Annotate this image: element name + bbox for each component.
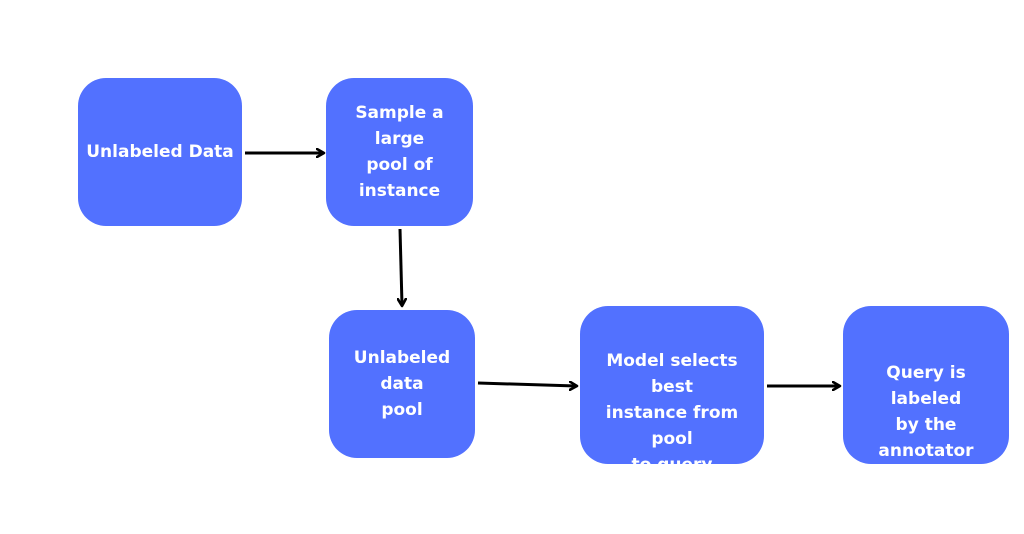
node-label: Unlabeled Data <box>86 142 234 162</box>
node-label: Sample a large pool of instance <box>355 103 444 201</box>
node-query-labeled: Query is labeled by the annotator <box>843 306 1009 464</box>
node-label: Model selects best instance from pool to… <box>605 351 739 475</box>
node-sample-pool: Sample a large pool of instance <box>326 78 473 226</box>
node-label: Query is labeled by the annotator <box>878 363 974 461</box>
node-unlabeled-data: Unlabeled Data <box>78 78 242 226</box>
node-label: Unlabeled data pool <box>353 348 451 420</box>
arrow-unlabeled-pool-to-model-selects <box>477 383 576 386</box>
arrow-sample-pool-to-unlabeled-pool <box>400 228 402 305</box>
node-unlabeled-pool: Unlabeled data pool <box>329 310 475 458</box>
node-model-selects: Model selects best instance from pool to… <box>580 306 764 475</box>
